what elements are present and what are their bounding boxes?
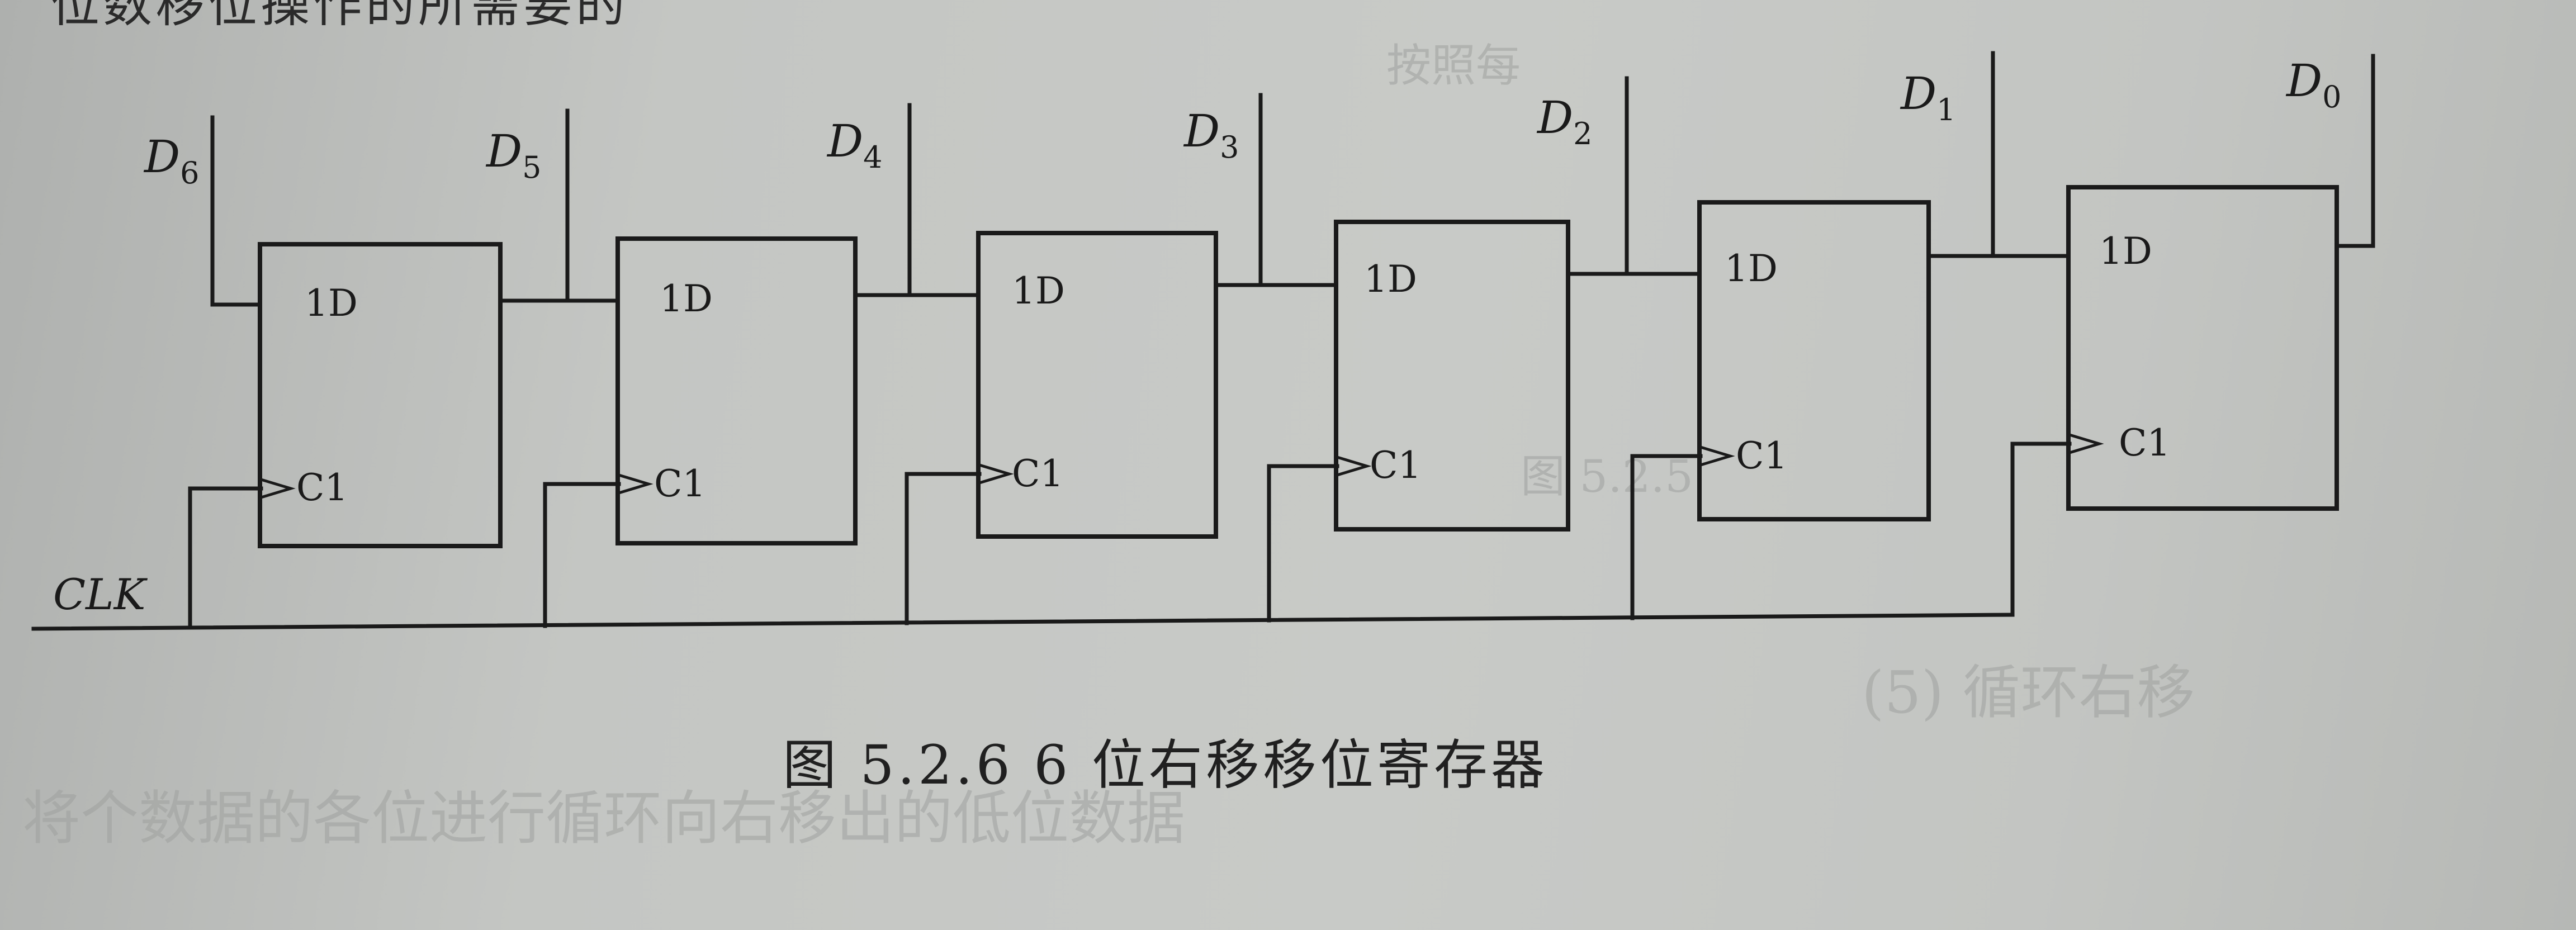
ff5-clock-triangle [1700, 445, 1735, 467]
ff6-clk-pin: C1 [2119, 421, 2171, 464]
flip-flop-6 [2066, 185, 2339, 511]
ff3-clk-pin: C1 [1012, 452, 1064, 495]
ghost-right-side: 按照每 [1386, 40, 1521, 92]
signal-label-d0: D0 [2285, 55, 2342, 115]
clock-branch-ff2 [543, 482, 621, 628]
ff4-d-pin: 1D [1364, 258, 1417, 301]
signal-label-d5: D5 [485, 125, 542, 185]
ff6-clock-triangle [2069, 433, 2104, 454]
ff3-d-pin: 1D [1012, 269, 1065, 312]
ff2-d-pin: 1D [660, 277, 713, 320]
ff6-d-pin: 1D [2099, 230, 2152, 273]
clock-branch-ff5 [1630, 454, 1703, 620]
flip-flop-2 [615, 236, 858, 545]
ff5-clk-pin: C1 [1736, 434, 1788, 477]
ff2-clock-triangle [618, 473, 654, 495]
clk-label: CLK [53, 570, 148, 619]
clock-branch-ff3 [905, 472, 982, 625]
ff3-clock-triangle [979, 463, 1014, 485]
ff1-clk-pin: C1 [296, 466, 348, 509]
ghost-section-heading: (5) 循环右移 [1862, 658, 2195, 727]
top-text-fragment: 位数移位操作的所需要的 [50, 0, 628, 33]
ff1-d-pin: 1D [305, 282, 358, 325]
clock-branch-ff6 [2010, 442, 2072, 617]
clock-branch-ff4 [1267, 464, 1339, 623]
ff4-clk-pin: C1 [1370, 444, 1422, 487]
clock-branch-ff1 [188, 486, 263, 630]
output-wire-d0 [2334, 54, 2375, 248]
ghost-figure-ref: 图 5.2.5 [1521, 450, 1693, 502]
ff2-clk-pin: C1 [654, 462, 706, 505]
flip-flop-1 [258, 242, 503, 548]
signal-label-d1: D1 [1900, 68, 1956, 127]
signal-label-d6: D6 [143, 131, 200, 191]
figure-caption: 图 5.2.6 6 位右移移位寄存器 [783, 734, 1548, 796]
signal-label-d4: D4 [826, 115, 883, 175]
clock-bus [31, 613, 2015, 631]
serial-input-wire [210, 115, 262, 307]
flip-flop-4 [1334, 220, 1570, 532]
bleed-through-text: (5) 循环右移 将个数据的各位进行循环向右移出的低位数据 图 5.2.5 按照… [22, 40, 2195, 852]
ff4-clock-triangle [1337, 455, 1372, 477]
flip-flop-3 [976, 231, 1218, 539]
flip-flop-5 [1697, 200, 1931, 521]
signal-label-d2: D2 [1536, 92, 1593, 151]
signal-label-d3: D3 [1183, 105, 1239, 165]
ff5-d-pin: 1D [1725, 247, 1778, 290]
ff1-clock-triangle [261, 478, 296, 499]
ghost-bottom-line: 将个数据的各位进行循环向右移出的低位数据 [22, 784, 1185, 852]
